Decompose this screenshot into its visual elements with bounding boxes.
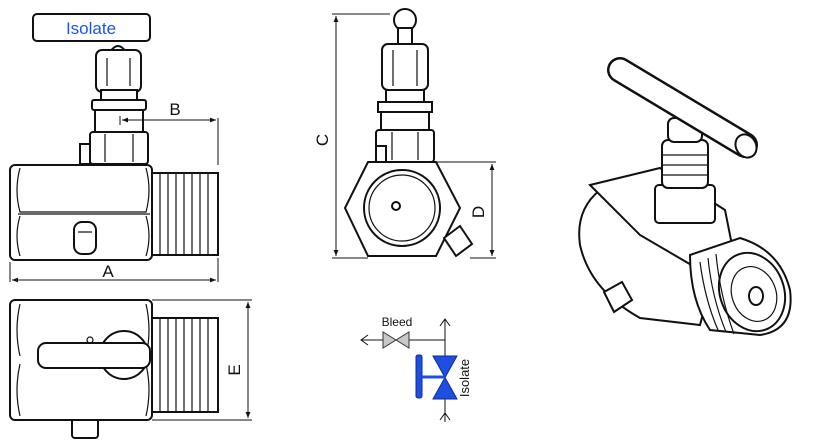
isometric-view — [578, 57, 792, 337]
side-view: C D — [313, 8, 496, 259]
thread-lines — [159, 173, 209, 255]
dimension-e-label: E — [225, 364, 244, 375]
dimension-a-label: A — [102, 262, 114, 281]
isolate-valve-handle — [415, 354, 423, 399]
handle-label: Isolate — [66, 19, 116, 38]
dimension-c-label: C — [313, 134, 332, 146]
bleed-valve-icon — [382, 331, 410, 349]
top-view: E — [9, 299, 252, 439]
dimension-d-label: D — [469, 206, 488, 218]
dimension-b-label: B — [169, 100, 180, 119]
front-view: Isolate A B — [9, 13, 219, 283]
bleed-label: Bleed — [382, 315, 413, 329]
handle-bar — [32, 13, 151, 42]
handle-bar-top — [37, 342, 151, 369]
valve-schematic: Bleed Isolate — [360, 315, 472, 422]
isolate-schematic-label: Isolate — [457, 359, 472, 397]
